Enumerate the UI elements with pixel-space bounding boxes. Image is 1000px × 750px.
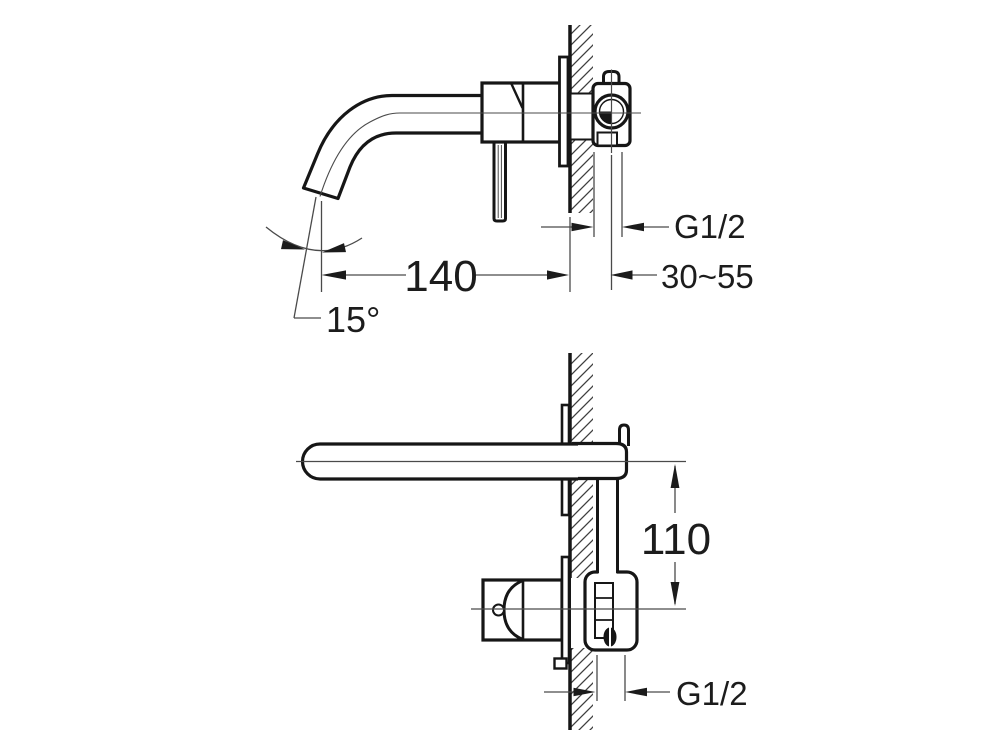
- angle-arrow-right: [322, 243, 346, 253]
- fixing-hole: [492, 603, 505, 617]
- label-center-distance: 110: [641, 515, 711, 564]
- arrowhead: [670, 464, 680, 488]
- angle-arrow-left: [281, 240, 305, 250]
- through-wall-pipe: [571, 92, 594, 141]
- angle-annotation: 15°: [265, 196, 380, 340]
- wall-flange-top: [558, 55, 570, 168]
- connector-inner-dividers: [595, 597, 613, 621]
- mixer-body-seam: [510, 83, 524, 109]
- arrowhead: [625, 687, 647, 697]
- spout-axis-centerline: [319, 112, 641, 197]
- handle-stem-inner-lines: [497, 145, 502, 218]
- inwall-valve-top: [591, 69, 632, 153]
- label-spout-angle: 15°: [326, 299, 380, 340]
- ext-lines-g12-bottom: [596, 655, 626, 701]
- dimension-30-55: 30~55: [610, 258, 754, 295]
- label-thread-top: G1/2: [674, 208, 746, 245]
- label-wall-depth: 30~55: [661, 258, 754, 295]
- dimension-g12-top: G1/2: [541, 208, 746, 245]
- arrowhead: [547, 270, 569, 280]
- dimension-110: 110: [641, 464, 711, 606]
- handle-stem: [492, 142, 507, 223]
- wall-hatching-bottom: [571, 353, 593, 730]
- bracket-tab: [618, 423, 630, 446]
- mixer-body-plan: [481, 578, 564, 642]
- angle-reference-line: [293, 196, 317, 319]
- handle-stem-outline: [492, 142, 507, 223]
- wall-section-bottom: [568, 353, 593, 730]
- dimension-g12-bottom: G1/2: [544, 655, 748, 712]
- arrowhead: [622, 222, 644, 232]
- arrowhead: [670, 582, 680, 606]
- link-bar-fill: [598, 477, 617, 574]
- label-spout-length: 140: [404, 252, 477, 301]
- arrowhead: [571, 222, 594, 232]
- bottom-view-plan: 110 G1/2: [296, 353, 748, 730]
- spout-top-view: [301, 93, 482, 201]
- flange-plate-lower: [560, 555, 571, 665]
- label-thread-bottom: G1/2: [676, 675, 748, 712]
- flange-foot: [553, 657, 568, 670]
- link-bar-edges: [596, 478, 619, 573]
- valve-quadrant-mark: [599, 111, 612, 124]
- dimension-140: 140: [321, 252, 569, 301]
- arrowhead: [610, 270, 633, 280]
- arrowhead: [573, 687, 596, 697]
- angle-arc: [265, 226, 363, 252]
- spout-outline: [301, 93, 482, 201]
- valve-bottom-port: [596, 131, 618, 147]
- arrowhead: [321, 270, 346, 280]
- top-view-side-elevation: 15° G1/2 140 30~55: [265, 25, 754, 340]
